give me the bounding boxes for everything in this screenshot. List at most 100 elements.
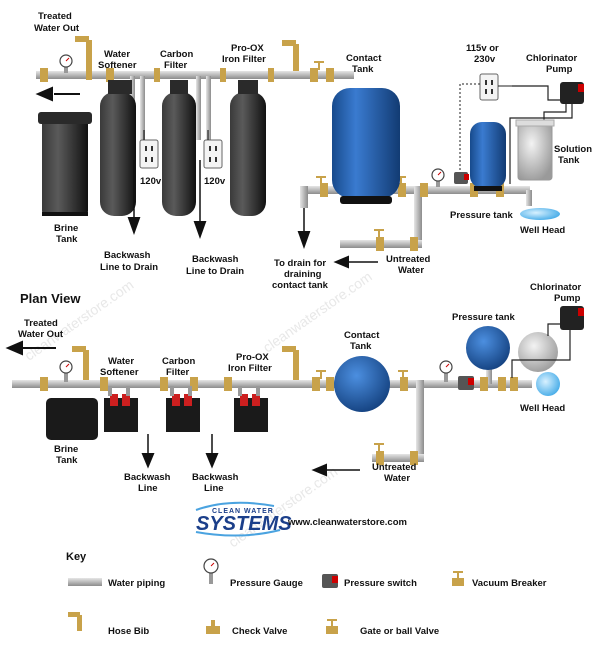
key-pressure-gauge: Pressure Gauge xyxy=(230,578,303,589)
power-outlet-icon xyxy=(479,73,499,101)
label-softener-1: Water xyxy=(104,49,130,60)
plan-label-carbon-2: Filter xyxy=(166,367,190,378)
iron-filter-tank xyxy=(230,80,266,216)
logo-clean-water: CLEAN WATER xyxy=(212,508,274,515)
plan-iron-head xyxy=(234,394,268,432)
key-water-piping: Water piping xyxy=(108,578,165,589)
label-to-drain-2: draining xyxy=(284,269,322,280)
plan-riser xyxy=(416,380,424,462)
plan-label-treated-2: Water Out xyxy=(18,329,64,340)
plan-label-iron-2: Iron Filter xyxy=(228,363,272,374)
label-backwash-b-2: Line to Drain xyxy=(186,266,244,277)
label-backwash-a-2: Line to Drain xyxy=(100,262,158,273)
pressure-tank xyxy=(470,122,506,191)
hose-bib-icon xyxy=(72,346,89,380)
plan-well-head xyxy=(536,372,560,396)
pressure-switch-icon xyxy=(322,574,338,588)
plan-label-contact-1: Contact xyxy=(344,330,380,341)
gate-valve-icon xyxy=(326,619,338,634)
plan-label-softener-1: Water xyxy=(108,356,134,367)
label-to-drain-1: To drain for xyxy=(274,258,326,269)
label-iron-1: Pro-OX xyxy=(231,43,264,54)
carbon-riser-2 xyxy=(206,76,211,140)
hose-bib-icon xyxy=(68,612,82,631)
water-piping-icon xyxy=(68,578,102,586)
label-backwash-b-1: Backwash xyxy=(192,254,239,265)
pressure-switch-icon xyxy=(458,376,474,390)
soft-outlet xyxy=(140,76,145,140)
label-pressure-tank: Pressure tank xyxy=(450,210,514,221)
website-url: www.cleanwaterstore.com xyxy=(287,517,407,528)
plan-label-iron-1: Pro-OX xyxy=(236,352,269,363)
brine-tank xyxy=(38,112,92,216)
plan-view-title: Plan View xyxy=(20,291,81,306)
carbon-filter-tank xyxy=(162,80,196,216)
pressure-gauge-icon xyxy=(203,558,219,584)
drain-riser xyxy=(300,186,308,208)
electric-outlet-icon xyxy=(139,139,159,169)
upper-pipe xyxy=(36,71,354,79)
untreated-riser xyxy=(414,186,422,248)
hose-bib-icon xyxy=(282,346,299,380)
label-solution-1: Solution xyxy=(554,144,592,155)
contact-tank xyxy=(332,88,400,204)
pressure-gauge-icon xyxy=(431,168,445,187)
plan-brine-tank xyxy=(46,398,98,440)
pressure-gauge-icon xyxy=(59,360,73,382)
plan-fittings xyxy=(40,377,518,465)
pressure-gauge-icon xyxy=(59,54,73,73)
plan-chlorinator-pump xyxy=(511,306,584,378)
plan-label-chlor-1: Chlorinator xyxy=(530,282,581,293)
key-gate-valve: Gate or ball Valve xyxy=(360,626,439,637)
plan-label-backwash-b-1: Backwash xyxy=(192,472,239,483)
label-untreated-1: Untreated xyxy=(386,254,431,265)
out-riser xyxy=(86,60,92,80)
label-carbon-2: Filter xyxy=(164,60,188,71)
plan-flow-arrows xyxy=(5,340,360,477)
plan-label-carbon-1: Carbon xyxy=(162,356,195,367)
label-brine-1: Brine xyxy=(54,223,78,234)
softener-tank xyxy=(100,80,136,216)
label-backwash-a-1: Backwash xyxy=(104,250,151,261)
label-120v-a: 120v xyxy=(140,176,162,187)
pressure-switch-icon xyxy=(454,172,469,184)
label-solution-2: Tank xyxy=(558,155,580,166)
plan-label-untreated-1: Untreated xyxy=(372,462,417,473)
plan-label-backwash-b-2: Line xyxy=(204,483,224,494)
label-power-1: 115v or xyxy=(466,43,499,54)
plan-label-contact-2: Tank xyxy=(350,341,372,352)
plan-main-pipe xyxy=(12,380,532,388)
plan-label-backwash-a-2: Line xyxy=(138,483,158,494)
valve-handles xyxy=(314,61,406,238)
key-title: Key xyxy=(66,551,87,563)
plan-carbon-head xyxy=(166,394,200,432)
electric-outlet-icon xyxy=(203,139,223,169)
legend-key: Key Water piping Pressure Gauge Pressure… xyxy=(66,551,547,637)
switch-wire xyxy=(459,83,480,170)
logo-systems: SYSTEMS xyxy=(196,513,292,535)
key-vacuum-breaker: Vacuum Breaker xyxy=(472,578,547,589)
label-carbon-1: Carbon xyxy=(160,49,193,60)
label-contact-2: Tank xyxy=(352,64,374,75)
company-logo: CLEAN WATER SYSTEMS xyxy=(195,501,292,537)
plan-valve-handles xyxy=(316,370,408,452)
plan-pressure-tank xyxy=(466,326,510,370)
carbon-riser xyxy=(196,76,201,140)
label-120v-b: 120v xyxy=(204,176,226,187)
label-brine-2: Tank xyxy=(56,234,78,245)
label-treated-out-1: Treated xyxy=(38,11,72,22)
well-head xyxy=(520,190,560,220)
check-valve-icon xyxy=(206,620,220,634)
label-treated-out-2: Water Out xyxy=(34,23,80,34)
plan-label-treated-1: Treated xyxy=(24,318,58,329)
label-well-head: Well Head xyxy=(520,225,565,236)
plan-untreated-pipe xyxy=(372,454,424,462)
pressure-gauge-icon xyxy=(439,360,453,382)
chlorinator-pump xyxy=(509,82,584,184)
key-hose-bib: Hose Bib xyxy=(108,626,149,637)
plan-label-well-head: Well Head xyxy=(520,403,565,414)
plan-label-brine-1: Brine xyxy=(54,444,78,455)
solution-tank xyxy=(515,119,555,181)
key-pressure-switch: Pressure switch xyxy=(344,578,417,589)
